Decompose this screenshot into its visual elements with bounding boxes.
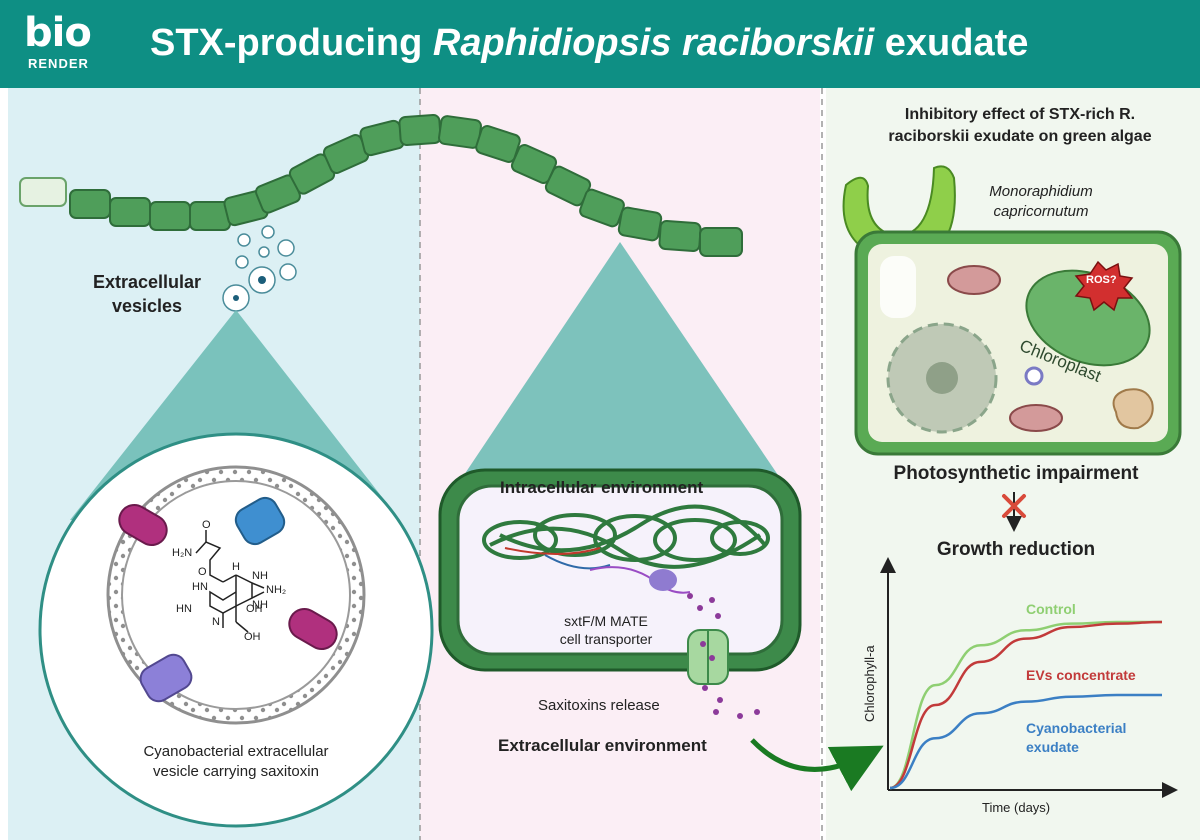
logo-bio-text: bio	[24, 10, 92, 56]
svg-text:O: O	[198, 566, 207, 578]
transporter-label: sxtF/M MATE cell transporter	[536, 612, 676, 648]
vesicles-label: Extracellular vesicles	[82, 270, 212, 318]
svg-text:H₂N: H₂N	[172, 547, 192, 559]
membrane-protein-magenta-2	[288, 608, 338, 650]
svg-text:NH₂: NH₂	[266, 584, 286, 596]
transporter-label-line-2: cell transporter	[559, 631, 653, 647]
series-label-evs: EVs concentrate	[1026, 667, 1136, 683]
release-label: Saxitoxins release	[538, 697, 660, 714]
plasmid-strand-red	[504, 547, 601, 555]
vesicle-caption: Cyanobacterial extracellular vesicle car…	[86, 742, 386, 782]
cross-icon	[1002, 494, 1026, 518]
diagram-canvas: H₂N O O H NH NH HN HN N NH₂ OH OH	[8, 88, 1200, 840]
zoom-triangle-middle	[462, 242, 780, 478]
vesicle-caption-line-1: Cyanobacterial extracellular	[143, 743, 329, 760]
mitochondrion-1	[947, 265, 1001, 295]
svg-text:HN: HN	[192, 581, 208, 593]
membrane-protein-purple	[139, 653, 193, 703]
species-label-line-2: capricornutum	[993, 203, 1089, 220]
saxitoxin-labels: H₂N O O H NH NH HN HN N NH₂ OH OH	[172, 519, 286, 643]
line-exudate	[889, 693, 1162, 790]
growth-label: Growth reduction	[936, 539, 1096, 560]
right-heading-line-1: Inhibitory effect of STX-rich R.	[904, 106, 1136, 123]
intracellular-label: Intracellular environment	[500, 478, 704, 497]
title-suffix: exudate	[884, 22, 1029, 64]
svg-text:N: N	[212, 616, 220, 628]
membrane-protein-blue	[234, 496, 286, 546]
saxitoxin-dots	[687, 593, 760, 719]
vesicles-label-line-2: vesicles	[111, 296, 183, 316]
growth-chart: Control EVs concentrate Cyanobacterial e…	[862, 557, 1178, 815]
right-heading: Inhibitory effect of STX-rich R. racibor…	[850, 104, 1190, 148]
series-label-exudate-1: Cyanobacterial	[1026, 720, 1126, 736]
vesicle-caption-line-2: vesicle carrying saxitoxin	[153, 763, 319, 780]
vacuole	[880, 256, 916, 318]
starch-granule	[1112, 388, 1154, 430]
right-heading-line-2: raciborskii exudate on green algae	[888, 128, 1152, 145]
vesicles-label-line-1: Extracellular	[92, 272, 202, 292]
release-arrow	[750, 738, 884, 792]
cyanobacteria-filament	[19, 114, 743, 257]
svg-text:OH: OH	[246, 603, 263, 615]
transporter-label-line-1: sxtF/M MATE	[564, 613, 648, 629]
ros-burst	[1074, 260, 1134, 312]
mitochondrion-2	[1009, 404, 1063, 432]
svg-text:NH: NH	[252, 599, 268, 611]
logo-render-text: RENDER	[28, 56, 89, 71]
svg-text:O: O	[202, 519, 211, 531]
svg-text:OH: OH	[244, 631, 261, 643]
ribosome	[649, 569, 677, 591]
page-title: STX-producing Raphidiopsis raciborskii e…	[150, 22, 1028, 65]
dna-coil	[482, 504, 770, 569]
series-label-exudate-2: exudate	[1026, 739, 1079, 755]
biorender-logo: bio RENDER	[20, 10, 92, 74]
x-axis-label: Time (days)	[982, 800, 1050, 815]
extracellular-label: Extracellular environment	[498, 736, 707, 755]
title-species: Raphidiopsis raciborskii	[432, 22, 875, 64]
ros-label: ROS?	[1086, 274, 1117, 286]
line-control	[889, 620, 1162, 790]
pyrenoid	[1024, 366, 1044, 386]
svg-text:HN: HN	[176, 603, 192, 615]
svg-text:H: H	[232, 561, 240, 573]
svg-text:NH: NH	[252, 570, 268, 582]
title-prefix: STX-producing	[150, 22, 423, 64]
vesicle-bubbles	[222, 225, 297, 312]
nucleolus	[926, 362, 958, 394]
membrane-protein-magenta-1	[118, 504, 168, 546]
y-axis-label: Chlorophyll-a	[862, 645, 877, 722]
saxitoxin-molecule	[195, 530, 265, 633]
species-label: Monoraphidium capricornutum	[966, 182, 1116, 222]
line-evs	[889, 620, 1163, 790]
header-bar: bio RENDER STX-producing Raphidiopsis ra…	[0, 0, 1200, 88]
species-label-line-1: Monoraphidium	[989, 183, 1093, 200]
series-label-control: Control	[1026, 601, 1076, 617]
impairment-label: Photosynthetic impairment	[893, 463, 1139, 484]
